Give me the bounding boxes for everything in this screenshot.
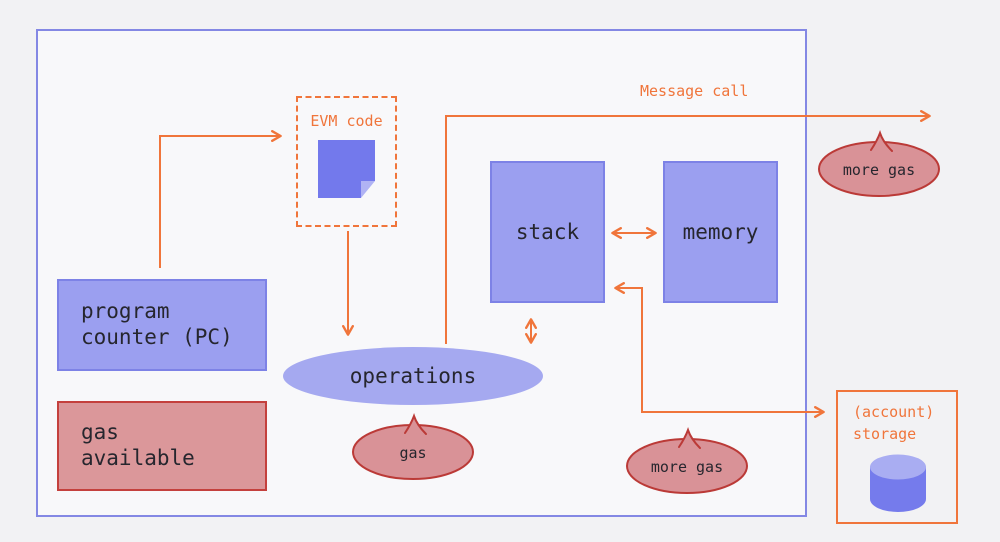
operations-node: operations (283, 347, 543, 405)
stack-label: stack (515, 220, 580, 244)
database-cylinder-icon (870, 454, 926, 512)
evm-code-label: EVM code (310, 112, 383, 130)
gas-available-node: gas available (57, 401, 267, 491)
evm-code-node: EVM code (296, 96, 397, 227)
more-gas-bubble-top: more gas (816, 130, 942, 198)
account-storage-node: (account) storage (836, 390, 958, 524)
gas-bubble: gas (350, 413, 476, 481)
program-counter-line2: counter (PC) (81, 325, 233, 349)
gas-available-line2: available (81, 446, 195, 470)
operations-label: operations (349, 364, 477, 388)
stack-node: stack (490, 161, 605, 303)
memory-label: memory (682, 220, 759, 244)
more-gas-label: more gas (650, 458, 724, 476)
note-page-icon (318, 140, 375, 198)
message-call-label: Message call (640, 82, 749, 100)
account-storage-line2: storage (853, 424, 917, 443)
more-gas-label: more gas (842, 161, 916, 179)
gas-available-line1: gas (81, 420, 119, 445)
program-counter-node: program counter (PC) (57, 279, 267, 371)
gas-label: gas (399, 444, 427, 462)
speech-bubble-shape (626, 427, 748, 494)
program-counter-line1: program (81, 299, 170, 324)
memory-node: memory (663, 161, 778, 303)
more-gas-bubble-bottom: more gas (624, 427, 750, 495)
account-storage-line1: (account) (853, 403, 935, 421)
speech-bubble-shape (352, 413, 474, 480)
speech-bubble-shape (818, 130, 940, 197)
